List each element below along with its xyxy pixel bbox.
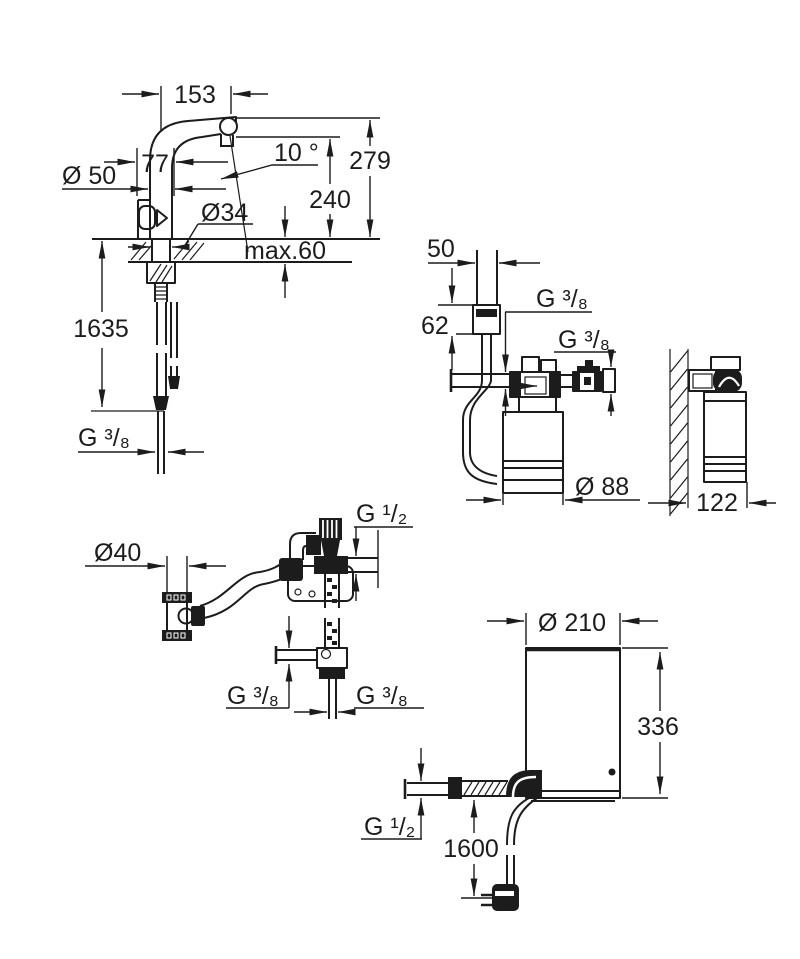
dim-height-spout-top-label: 279	[349, 147, 391, 175]
dim-depth-label: 122	[696, 489, 738, 517]
dim-boiler-diameter-label: Ø 210	[538, 609, 606, 637]
dim-body-diameter-label: Ø 50	[62, 162, 116, 190]
dim-boiler-height-label: 336	[637, 713, 679, 741]
g12-pipe	[348, 557, 378, 573]
valve-dimensions	[85, 526, 424, 716]
cooler-outline	[449, 250, 616, 494]
hose-end-tube	[328, 679, 337, 719]
dim-cable-length-label: 1600	[443, 835, 499, 863]
dim-top-thread-label: G ¹/₂	[356, 500, 407, 528]
dim-hose-length-label: 1635	[73, 315, 129, 343]
boiler-body	[525, 647, 621, 799]
lever-handle	[138, 205, 156, 230]
faucet-shank	[151, 239, 171, 262]
inlet-pipe	[476, 250, 498, 305]
outlet-port	[602, 368, 616, 393]
hose-loop	[462, 334, 498, 485]
connection-hose-b	[170, 302, 178, 376]
connection-pipe	[407, 782, 448, 796]
valve-assembly-view: Ø40 G ¹/₂ G ³/₈ G ³/₈	[85, 500, 424, 719]
tee-fitting	[316, 647, 348, 669]
dim-shank-diameter-label: Ø34	[201, 199, 248, 227]
cooler-front-view: 50 62 G ³/₈ G ³/₈ Ø 88	[421, 235, 640, 505]
filter-head	[472, 304, 501, 335]
braided-hose	[324, 574, 340, 648]
dim-outlet-thread-label: G ³/₈	[558, 326, 610, 354]
water-stream-line	[229, 135, 249, 253]
dim-max-counter-thickness-label: max.60	[244, 237, 326, 265]
faucet-outline	[91, 116, 380, 474]
dim-spout-angle-label: 10 °	[274, 139, 319, 167]
dim-cooler-diameter-label: Ø 88	[575, 473, 629, 501]
power-cable	[506, 797, 538, 884]
safety-valve	[279, 518, 379, 588]
dim-hose-thread-label: G ³/₈	[356, 682, 408, 710]
dim-adapter-diameter-label: Ø40	[94, 539, 141, 567]
connection-hose-a	[156, 302, 167, 396]
flexible-hose	[199, 561, 285, 607]
boiler-view: Ø 210 336 G ¹/₂ 1600	[361, 609, 679, 911]
hose-end-tube	[157, 411, 165, 474]
adapter	[162, 592, 205, 641]
power-plug	[481, 884, 519, 911]
valve-body	[314, 556, 348, 574]
dim-head-height-label: 62	[421, 312, 449, 340]
dim-spout-reach-label: 153	[174, 81, 216, 109]
dim-height-outlet-label: 240	[309, 186, 351, 214]
dim-supply-thread-label: G ³/₈	[78, 424, 130, 452]
dim-body-width-label: 77	[141, 150, 169, 178]
hose-nut	[191, 606, 205, 626]
spout-outlet-ball	[219, 117, 238, 136]
braided-inlet-hose	[462, 780, 508, 797]
dim-branch-thread-label: G ³/₈	[227, 682, 279, 710]
filter-head-side	[713, 369, 742, 392]
cooler-side-view: 122	[648, 349, 776, 517]
cooler-dimensions	[428, 259, 640, 505]
dim-inlet-thread-label: G ³/₈	[536, 285, 588, 313]
mounting-nut	[146, 261, 176, 284]
branch-pipe	[277, 649, 317, 661]
boiler-dimensions	[361, 613, 668, 899]
faucet-dimensions	[62, 86, 380, 456]
dim-inlet-width-label: 50	[427, 235, 455, 263]
dim-connection-thread-label: G ¹/₂	[364, 813, 415, 841]
left-port-pipe	[452, 373, 510, 388]
filter-cartridge-side	[703, 391, 747, 483]
faucet-front-view: 153 77 Ø 50 10 ° 279 240 Ø34 max.60 1635…	[62, 81, 391, 474]
wall-hatching	[670, 350, 688, 515]
inlet-elbow	[506, 770, 542, 797]
